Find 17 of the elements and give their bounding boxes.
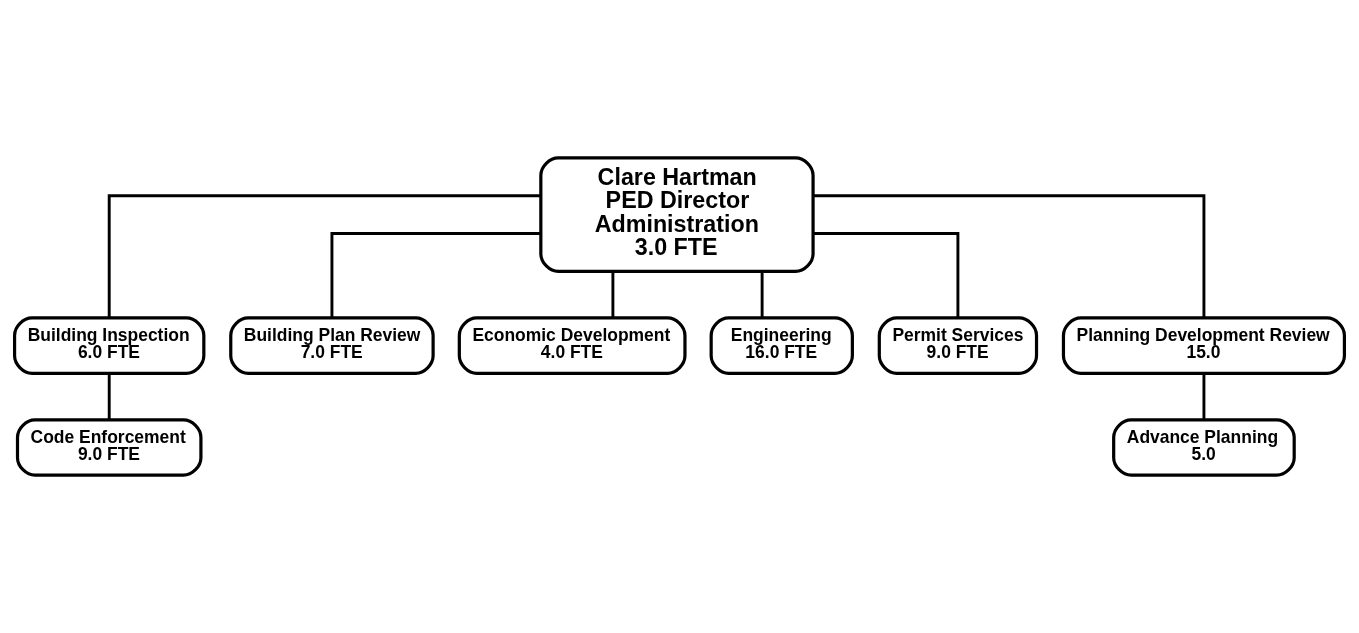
- node-box: Permit Services 9.0 FTE: [877, 316, 1039, 375]
- connector: [330, 232, 541, 318]
- node-box: Economic Development 4.0 FTE: [457, 316, 687, 375]
- node-box: Code Enforcement 9.0 FTE: [15, 418, 203, 477]
- connector: [611, 271, 615, 318]
- node-box: Clare Hartman PED Director Administration 3.0 FTE: [539, 156, 815, 273]
- connector: [107, 373, 111, 420]
- node-box: Engineering 16.0 FTE: [709, 316, 854, 375]
- connector: [107, 194, 541, 318]
- node-box: Building Inspection 6.0 FTE: [13, 316, 206, 375]
- connector: [813, 194, 1206, 318]
- node-box: Advance Planning 5.0: [1112, 418, 1296, 477]
- node-box: Planning Development Review 15.0: [1061, 316, 1346, 375]
- node-box: Building Plan Review 7.0 FTE: [229, 316, 435, 375]
- connector: [1202, 373, 1206, 420]
- connector: [813, 232, 960, 318]
- connector: [760, 271, 764, 318]
